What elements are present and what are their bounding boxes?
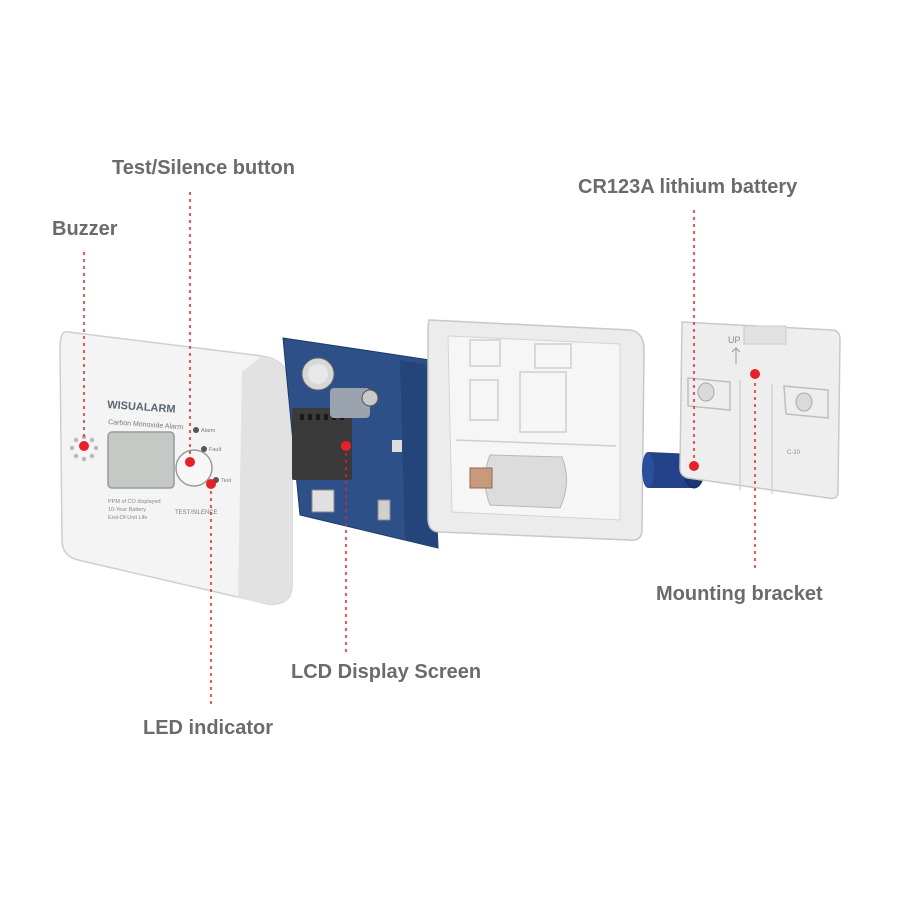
rear-housing	[427, 319, 645, 542]
test-label: Test	[221, 478, 232, 484]
led-marker	[206, 479, 216, 489]
bracket-up-label: UP	[728, 335, 741, 345]
info-line-1: PPM of CO displayed	[108, 499, 161, 505]
battery-marker	[689, 461, 699, 471]
alarm-led	[193, 427, 199, 433]
fault-led	[201, 446, 207, 452]
mounting-bracket-shape: UP C-10	[679, 321, 841, 500]
markers	[79, 369, 760, 489]
info-line-2: 10-Year Battery	[108, 507, 146, 513]
leader-lines	[83, 192, 756, 708]
mounting-callout: Mounting bracket	[656, 583, 823, 605]
test-silence-button[interactable]	[175, 449, 213, 487]
alarm-label: Alarm	[201, 428, 216, 434]
battery-callout: CR123A lithium battery	[578, 176, 798, 198]
fault-label: Fault	[209, 447, 222, 453]
mounting-marker	[750, 369, 760, 379]
info-line-3: End-Of-Unit Life	[108, 515, 147, 521]
brand-text: WISUALARM	[107, 399, 176, 416]
lcd-callout: LCD Display Screen	[291, 661, 482, 683]
buzzer-callout: Buzzer	[52, 218, 118, 240]
test-silence-marker	[185, 457, 195, 467]
led-callout: LED indicator	[143, 717, 274, 739]
test-silence-callout: Test/Silence button	[112, 157, 295, 179]
button-label: TEST/SILENCE	[175, 510, 218, 516]
alarm-front-casing: WISUALARM Carbon Monoxide Alarm PPM of C…	[59, 331, 293, 605]
lcd-marker	[341, 441, 351, 451]
circuit-board	[282, 337, 439, 549]
lcd-display-module	[292, 408, 352, 480]
buzzer-marker	[79, 441, 89, 451]
bracket-code-label: C-10	[787, 450, 801, 456]
lcd-window	[107, 431, 175, 489]
